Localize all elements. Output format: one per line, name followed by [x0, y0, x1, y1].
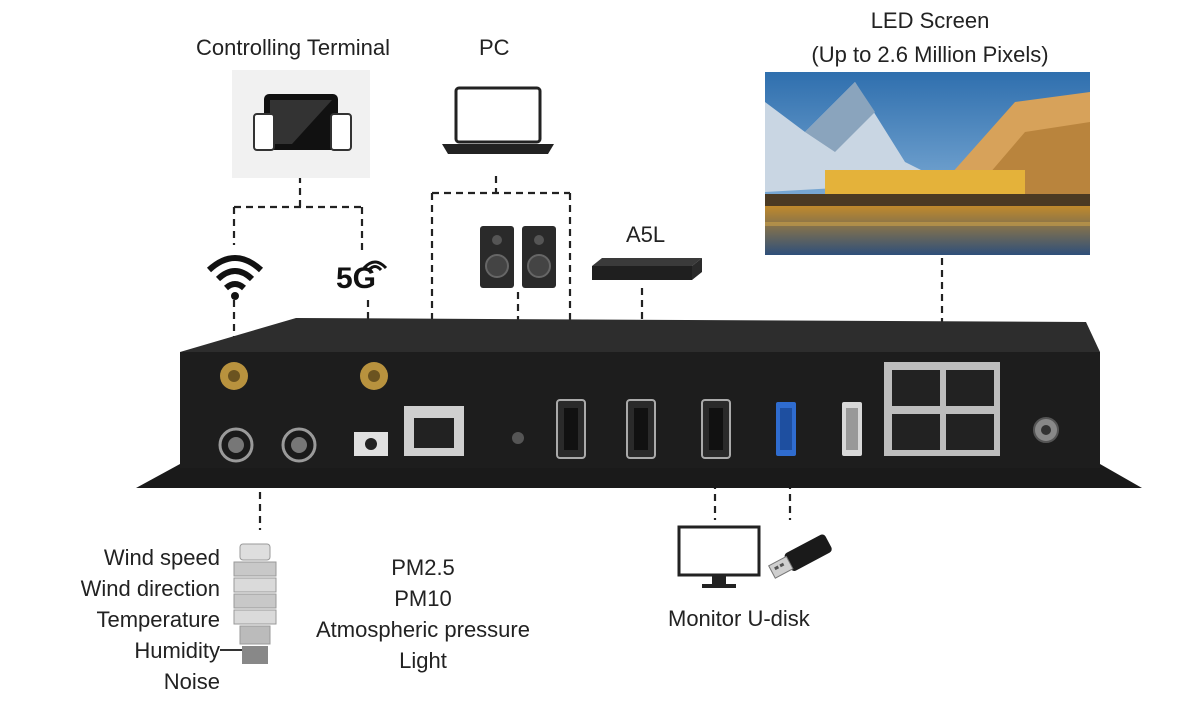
monitor-icon [677, 525, 761, 588]
sensor-item: Wind speed [103, 545, 220, 570]
sensor-list-right: PM2.5 PM10 Atmospheric pressure Light [292, 552, 554, 676]
sensor-item: Noise [163, 669, 220, 694]
sensor-item: Temperature [96, 607, 220, 632]
controlling-terminal-label: Controlling Terminal [196, 35, 391, 60]
sensor-item: Wind direction [80, 576, 220, 601]
laptop-icon [442, 86, 554, 154]
sensor-item: Humidity [134, 638, 220, 663]
led-screen-image [765, 72, 1090, 255]
pc-label: PC [479, 35, 510, 60]
wifi-icon [206, 255, 264, 300]
sensor-item: Light [399, 648, 447, 673]
player-box-device [136, 318, 1142, 488]
weather-sensor-icon [220, 543, 277, 664]
led-screen-title: LED Screen [870, 8, 990, 33]
sensor-item: PM10 [394, 586, 452, 611]
a5l-label: A5L [626, 222, 666, 247]
sensor-item: PM2.5 [391, 555, 455, 580]
sensor-item: Atmospheric pressure [316, 617, 530, 642]
led-screen-subtitle: (Up to 2.6 Million Pixels) [811, 42, 1049, 67]
sensor-list-left: Wind speed Wind direction Temperature Hu… [40, 542, 220, 697]
speakers-icon [480, 226, 556, 288]
signal-waves-icon [362, 260, 388, 272]
u-disk-icon [768, 534, 832, 579]
tablet-phone-icon [232, 70, 370, 178]
a5l-box-icon [592, 258, 702, 280]
monitor-udisk-label: Monitor U-disk [668, 606, 810, 631]
